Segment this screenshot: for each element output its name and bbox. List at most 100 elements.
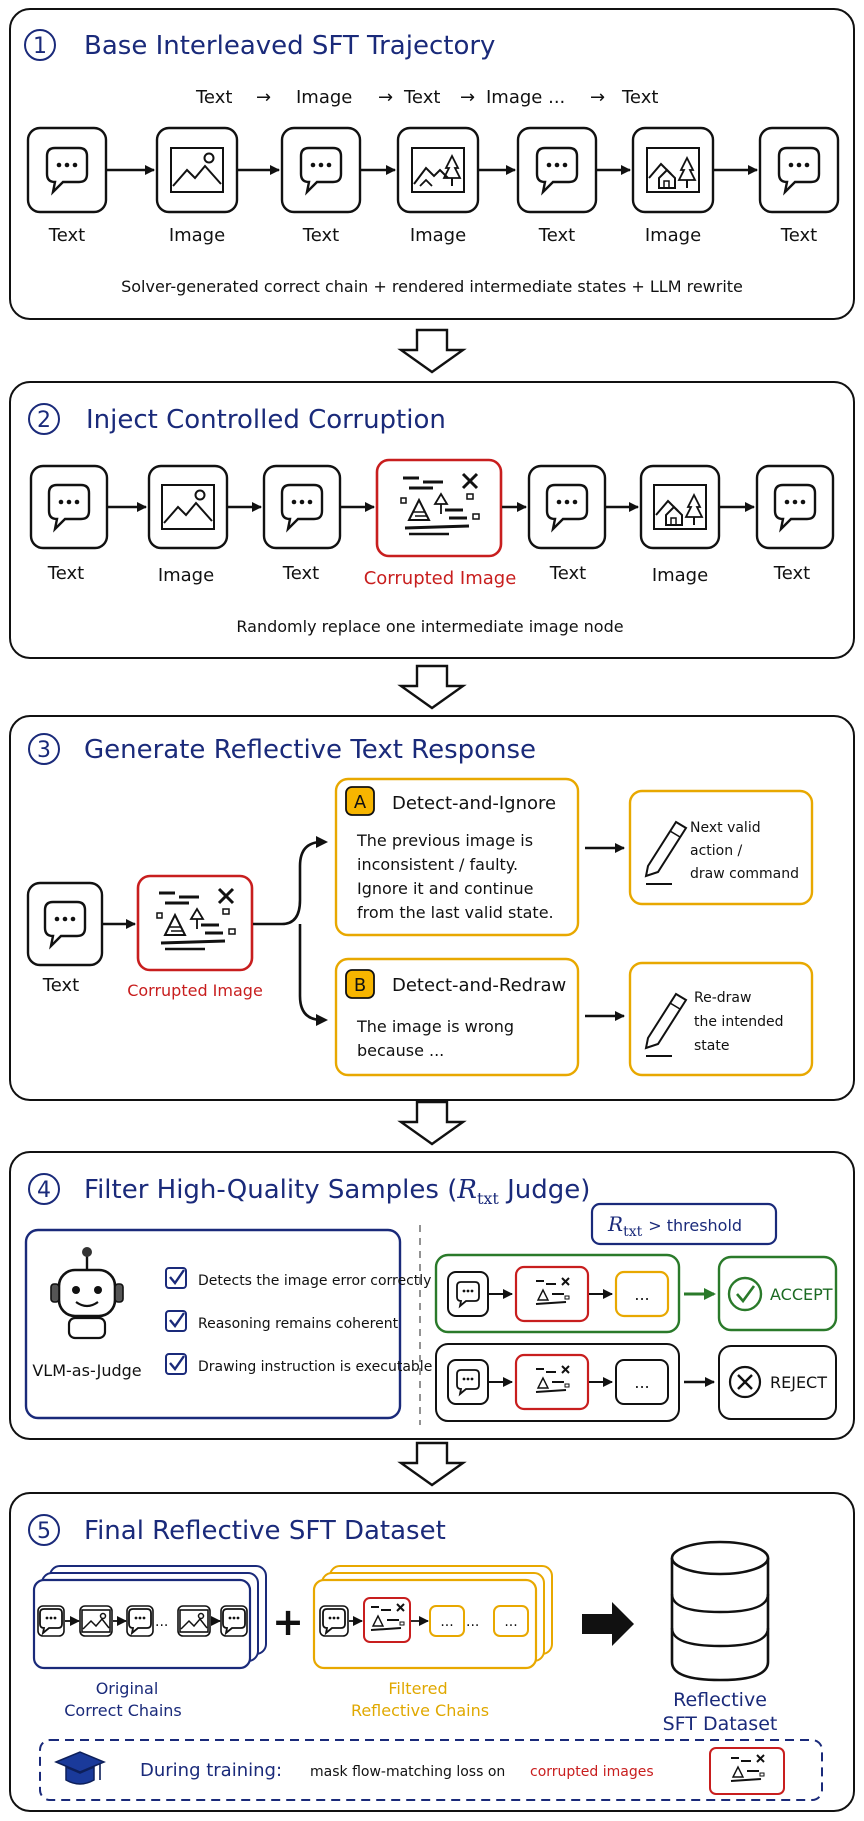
stack-label: Reflective Chains bbox=[351, 1701, 489, 1720]
node-label: Image bbox=[169, 225, 225, 246]
section-title: Base Interleaved SFT Trajectory bbox=[84, 31, 495, 61]
node-label: Image bbox=[410, 225, 466, 246]
check-text: Reasoning remains coherent bbox=[198, 1316, 399, 1332]
speech-bubble-icon bbox=[47, 483, 91, 531]
node-label: Text bbox=[48, 225, 85, 246]
branch-line: inconsistent / faulty. bbox=[357, 855, 518, 874]
graduation-cap-icon bbox=[54, 1751, 106, 1785]
badge-a bbox=[345, 786, 375, 816]
step-badge-1 bbox=[24, 29, 56, 61]
step-badge-2 bbox=[28, 403, 60, 435]
node-label: Text bbox=[538, 225, 575, 246]
accept-check-icon bbox=[727, 1276, 763, 1312]
down-arrow-icon bbox=[397, 1441, 467, 1487]
output-line: action / bbox=[690, 843, 743, 859]
input-corrupted-node bbox=[136, 874, 254, 972]
step-number: 4 bbox=[37, 1178, 51, 1203]
accept-label: ACCEPT bbox=[770, 1285, 833, 1304]
branch-b-box: B Detect-and-Redraw The image is wrong b… bbox=[334, 957, 580, 1077]
input-text-node bbox=[26, 881, 104, 967]
badge-b bbox=[345, 969, 375, 999]
output-line: the intended bbox=[694, 1014, 784, 1030]
branch-line: The image is wrong bbox=[356, 1017, 514, 1036]
flow-label: Image ... bbox=[486, 87, 565, 108]
training-note: During training: mask flow-matching loss… bbox=[39, 1739, 823, 1801]
stack-label: Original bbox=[96, 1679, 159, 1698]
node-label: Image bbox=[652, 565, 708, 586]
branch-line: from the last valid state. bbox=[357, 903, 554, 922]
pencil-icon bbox=[644, 820, 688, 885]
section-title: Generate Reflective Text Response bbox=[84, 735, 536, 765]
speech-bubble-icon bbox=[545, 483, 589, 531]
branch-line: The previous image is bbox=[356, 831, 533, 850]
image-house-icon bbox=[646, 147, 700, 193]
node-label-corrupted: Corrupted Image bbox=[364, 568, 517, 589]
branch-a-box: A Detect-and-Ignore The previous image i… bbox=[334, 777, 580, 937]
node-label-corrupted: Corrupted Image bbox=[127, 981, 263, 1000]
filtered-chains-stack: ... ... ... bbox=[312, 1565, 553, 1670]
flow-label: Image bbox=[296, 87, 352, 108]
ellipsis: ... bbox=[504, 1614, 517, 1630]
reject-box: REJECT bbox=[718, 1345, 837, 1420]
node-label: Text bbox=[549, 563, 586, 584]
output-line: draw command bbox=[690, 866, 799, 882]
output-line: Next valid bbox=[690, 820, 761, 836]
node-label: Text bbox=[42, 975, 79, 996]
node-text bbox=[758, 126, 840, 214]
speech-bubble-icon bbox=[456, 1369, 480, 1395]
section-3: 3 Generate Reflective Text Response Text… bbox=[9, 715, 855, 1101]
node-label: Text bbox=[773, 563, 810, 584]
threshold-pill: Rtxt> threshold bbox=[590, 1202, 778, 1246]
training-text: mask flow-matching loss on bbox=[310, 1764, 505, 1780]
node-label: Text bbox=[282, 563, 319, 584]
output-line: state bbox=[694, 1038, 729, 1054]
flow-arrow: → bbox=[256, 87, 271, 108]
branch-b-output: Re-draw the intended state bbox=[628, 961, 814, 1077]
section-caption: Randomly replace one intermediate image … bbox=[236, 617, 623, 636]
corrupted-image-icon bbox=[730, 1754, 765, 1782]
flow-label: Text bbox=[195, 87, 232, 108]
section-title: Inject Controlled Corruption bbox=[86, 405, 446, 435]
reject-x-icon bbox=[728, 1365, 762, 1399]
speech-bubble-icon bbox=[535, 146, 579, 194]
check-icon bbox=[169, 1312, 185, 1328]
branch-line: because ... bbox=[357, 1041, 444, 1060]
ellipsis: ... bbox=[634, 1285, 649, 1304]
node-image bbox=[396, 126, 480, 214]
down-arrow-icon bbox=[397, 1100, 467, 1146]
step-number: 2 bbox=[37, 408, 51, 433]
node-text bbox=[755, 464, 835, 550]
node-label: Text bbox=[780, 225, 817, 246]
node-corrupted-image bbox=[375, 458, 503, 558]
robot-icon bbox=[50, 1247, 124, 1340]
step-number: 1 bbox=[33, 34, 47, 59]
node-label: Image bbox=[645, 225, 701, 246]
accept-row: ... bbox=[434, 1253, 681, 1334]
node-text bbox=[26, 126, 108, 214]
speech-bubble-icon bbox=[299, 146, 343, 194]
node-image bbox=[639, 464, 721, 550]
check-icon bbox=[169, 1355, 185, 1371]
ellipsis: ... bbox=[466, 1614, 479, 1630]
node-text bbox=[262, 464, 342, 550]
section-1: 1 Base Interleaved SFT Trajectory Text →… bbox=[9, 8, 855, 320]
speech-bubble-icon bbox=[777, 146, 821, 194]
branch-title: Detect-and-Redraw bbox=[392, 975, 566, 996]
database-icon bbox=[670, 1540, 770, 1682]
output-line: Re-draw bbox=[694, 990, 751, 1006]
merge-arrow-icon bbox=[582, 1602, 634, 1646]
section-caption: Solver-generated correct chain + rendere… bbox=[121, 277, 743, 296]
corrupted-image-icon bbox=[535, 1277, 570, 1305]
node-text bbox=[527, 464, 607, 550]
ellipsis: ... bbox=[155, 1614, 168, 1630]
speech-bubble-icon bbox=[280, 483, 324, 531]
check-text: Drawing instruction is executable bbox=[198, 1359, 432, 1375]
section-title: Final Reflective SFT Dataset bbox=[84, 1516, 446, 1546]
node-text bbox=[29, 464, 109, 550]
ellipsis: ... bbox=[440, 1614, 453, 1630]
node-image bbox=[631, 126, 715, 214]
ellipsis: ... bbox=[634, 1373, 649, 1392]
section-2: 2 Inject Controlled Corruption bbox=[9, 381, 855, 659]
corrupted-image-icon bbox=[155, 887, 237, 951]
